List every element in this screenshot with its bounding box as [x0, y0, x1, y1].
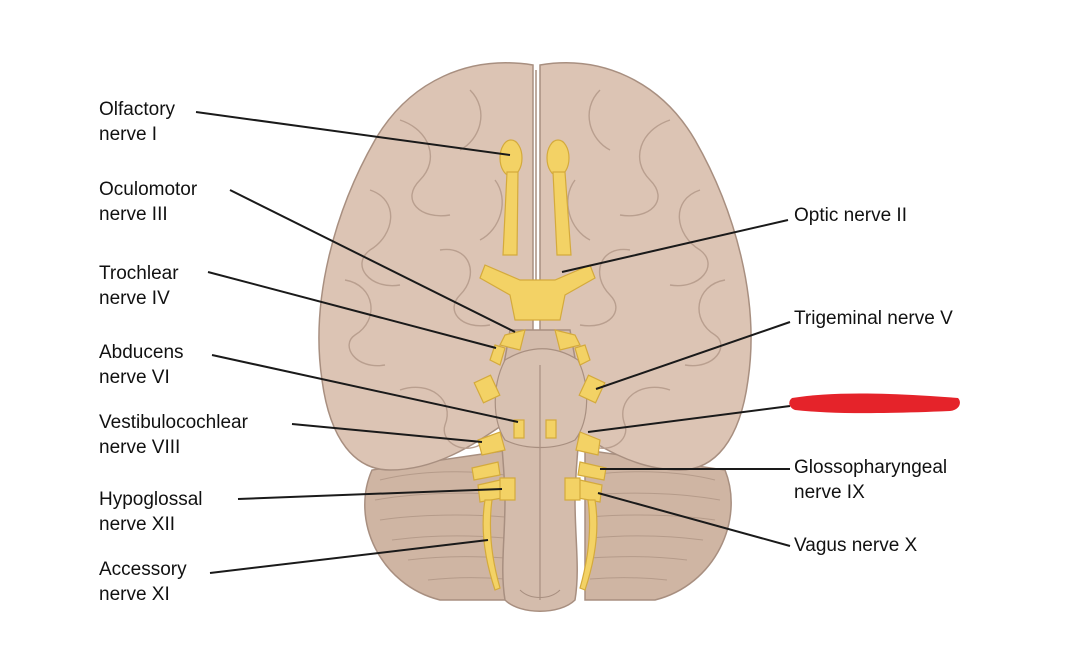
cranial-nerves	[471, 139, 607, 591]
glossopharyngeal-right	[577, 461, 607, 481]
leader-olfactory	[195, 111, 511, 156]
leader-vestibulocochlear	[291, 423, 483, 443]
olfactory-bulb-left	[499, 139, 523, 177]
abducens-root-right	[545, 419, 557, 439]
accessory-left	[482, 499, 501, 591]
vestibulocochlear-right	[575, 431, 601, 456]
label-trochlear-nerve: Trochlear nerve IV	[99, 263, 179, 309]
leader-redacted	[587, 405, 791, 433]
oculomotor-root-right	[554, 329, 581, 351]
label-vagus-nerve: Vagus nerve X	[794, 535, 918, 556]
leader-optic	[561, 219, 789, 273]
redaction-mark	[789, 393, 960, 414]
abducens-root-left	[513, 419, 525, 439]
leader-lines	[195, 111, 791, 574]
glossopharyngeal-left	[471, 461, 501, 481]
label-vestibulocochlear-nerve: Vestibulocochlear nerve VIII	[99, 412, 248, 458]
oculomotor-root	[499, 329, 526, 351]
leader-trigeminal	[595, 321, 791, 390]
leader-trochlear	[207, 271, 497, 349]
label-trigeminal-nerve: Trigeminal nerve V	[794, 308, 953, 329]
label-olfactory-nerve: Olfactory nerve I	[99, 99, 176, 145]
hypoglossal-right	[564, 477, 581, 501]
label-oculomotor-nerve: Oculomotor nerve III	[99, 179, 198, 225]
label-optic-nerve: Optic nerve II	[794, 205, 907, 226]
vestibulocochlear-left	[477, 431, 506, 456]
label-abducens-nerve: Abducens nerve VI	[99, 342, 184, 388]
cerebellum	[364, 449, 732, 601]
trigeminal-left	[473, 374, 501, 404]
optic-chiasm	[479, 264, 596, 321]
olfactory-tract-left	[502, 171, 519, 256]
trigeminal-right	[578, 374, 606, 404]
olfactory-tract-right	[552, 171, 572, 256]
trochlear-root	[489, 344, 506, 366]
label-glossopharyngeal-nerve: Glossopharyngeal nerve IX	[794, 457, 948, 503]
label-accessory-nerve: Accessory nerve XI	[99, 559, 187, 605]
label-hypoglossal-nerve: Hypoglossal nerve XII	[99, 489, 203, 535]
accessory-right	[579, 499, 598, 591]
cerebrum	[318, 62, 752, 471]
leader-accessory	[209, 539, 489, 574]
leader-oculomotor	[229, 189, 516, 333]
hypoglossal-left	[499, 477, 516, 501]
olfactory-bulb-right	[546, 139, 570, 177]
trochlear-root-right	[574, 344, 591, 366]
brainstem	[494, 329, 588, 612]
leader-hypoglossal	[237, 488, 503, 500]
leader-vagus	[597, 492, 791, 547]
leader-abducens	[211, 354, 519, 423]
